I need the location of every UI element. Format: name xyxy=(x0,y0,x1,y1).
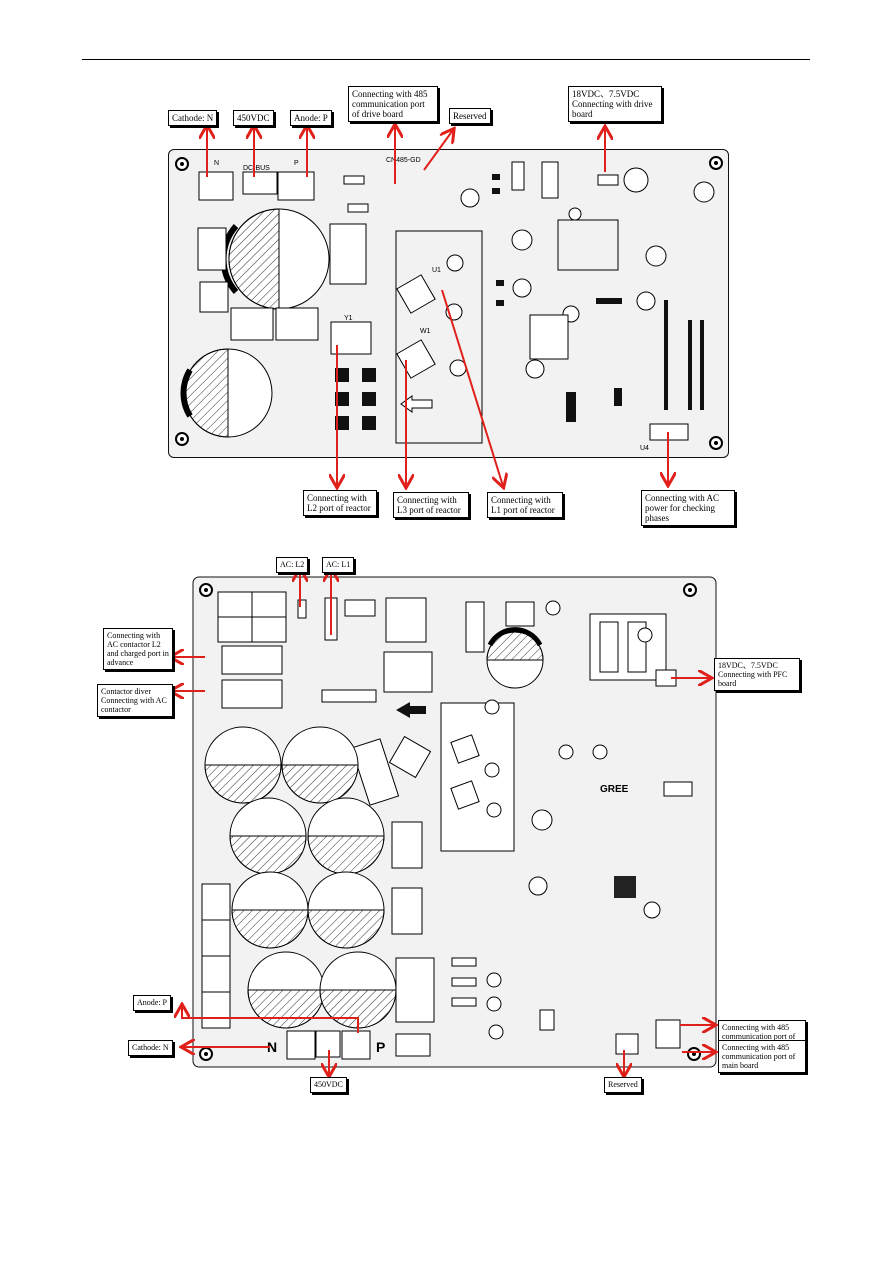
callout-arrows xyxy=(172,126,714,1075)
label-cathode-n: Cathode: N xyxy=(128,1040,173,1056)
header-rule xyxy=(82,59,810,60)
label-anode-p: Anode: P xyxy=(133,995,171,1011)
label-485-main-board: Connecting with 485 communication port o… xyxy=(718,1040,806,1073)
silk-n: N xyxy=(214,160,219,167)
label-anode-p: Anode: P xyxy=(290,110,332,126)
label-l1-reactor: Connecting with L1 port of reactor xyxy=(487,492,563,518)
label-reserved: Reserved xyxy=(604,1077,642,1093)
label-l2-reactor: Connecting with L2 port of reactor xyxy=(303,490,377,516)
label-contactor-l2: Connecting with AC contactor L2 and char… xyxy=(103,628,173,670)
silk-w1: W1 xyxy=(420,328,431,335)
label-485-drive-board: Connecting with 485 communication port o… xyxy=(348,86,438,122)
label-reserved: Reserved xyxy=(449,108,491,124)
label-power-drive-board: 18VDC、7.5VDC Connecting with drive board xyxy=(568,86,662,122)
label-contactor-driver: Contactor diver Connecting with AC conta… xyxy=(97,684,173,717)
silk-p: P xyxy=(376,1039,385,1055)
label-ac-check-phases: Connecting with AC power for checking ph… xyxy=(641,490,735,526)
silk-brand: GREE xyxy=(600,784,629,795)
bottom-board-details: N P GREE xyxy=(192,576,717,1068)
label-450vdc: 450VDC xyxy=(233,110,274,126)
label-ac-l1: AC: L1 xyxy=(322,557,355,573)
silk-n: N xyxy=(267,1039,277,1055)
silk-y1: Y1 xyxy=(344,315,353,322)
label-l3-reactor: Connecting with L3 port of reactor xyxy=(393,492,469,518)
label-450vdc: 450VDC xyxy=(310,1077,347,1093)
label-cathode-n: Cathode: N xyxy=(168,110,218,126)
silk-u4: U4 xyxy=(640,445,649,452)
silk-cn485: CN485-GD xyxy=(386,157,421,164)
label-power-pfc-board: 18VDC、7.5VDC Connecting with PFC board xyxy=(714,658,800,691)
bulk-capacitors xyxy=(204,726,397,1029)
silk-u1: U1 xyxy=(432,267,441,274)
label-ac-l2: AC: L2 xyxy=(276,557,309,573)
silk-dcbus: DC-BUS xyxy=(243,165,270,172)
top-board-details: N DC-BUS P CN485-GD U1 W1 Y1 U4 xyxy=(175,156,723,452)
silk-p: P xyxy=(294,160,299,167)
